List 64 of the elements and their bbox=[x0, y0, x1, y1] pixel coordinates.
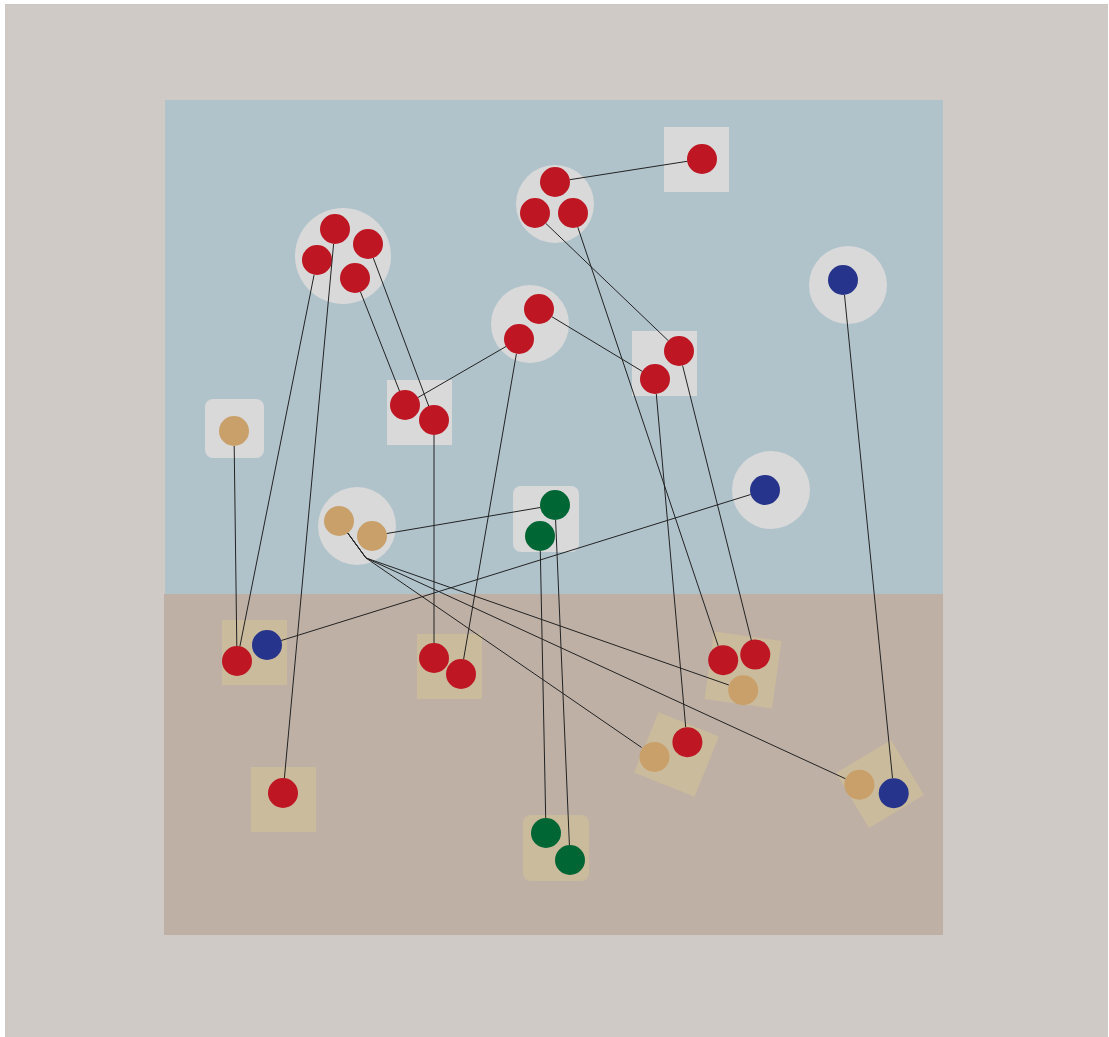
dot-marker bbox=[446, 659, 476, 689]
dot-marker bbox=[525, 521, 555, 551]
connector-line bbox=[555, 519, 570, 846]
dot-marker bbox=[357, 521, 387, 551]
square-tray bbox=[250, 766, 316, 832]
connector-line bbox=[682, 365, 752, 641]
square-tray bbox=[663, 126, 729, 192]
connector-line bbox=[545, 222, 669, 342]
dot-marker bbox=[531, 818, 561, 848]
dot-marker bbox=[540, 167, 570, 197]
dot-marker bbox=[728, 675, 758, 705]
dot-marker bbox=[353, 229, 383, 259]
connector-line bbox=[283, 243, 335, 779]
square-tray bbox=[631, 330, 697, 396]
dot-marker bbox=[219, 416, 249, 446]
connector-line bbox=[569, 160, 688, 181]
dot-marker bbox=[268, 778, 298, 808]
connector-line bbox=[844, 294, 893, 779]
connector-line bbox=[463, 353, 517, 660]
dot-marker bbox=[879, 778, 909, 808]
dot-marker bbox=[664, 336, 694, 366]
dot-marker bbox=[504, 324, 534, 354]
dot-marker bbox=[555, 845, 585, 875]
dot-marker bbox=[324, 506, 354, 536]
connector-line bbox=[386, 507, 541, 534]
dot-marker bbox=[750, 475, 780, 505]
connector-line bbox=[433, 434, 435, 644]
dot-marker bbox=[419, 405, 449, 435]
dot-marker bbox=[639, 741, 669, 771]
dot-marker bbox=[222, 646, 252, 676]
dot-marker bbox=[252, 630, 282, 660]
dot-marker bbox=[302, 245, 332, 275]
dot-marker bbox=[828, 265, 858, 295]
dot-marker bbox=[687, 144, 717, 174]
square-tray bbox=[416, 633, 482, 699]
square-tray bbox=[204, 398, 264, 458]
connector-line bbox=[577, 226, 719, 647]
dot-marker bbox=[524, 294, 554, 324]
dot-marker bbox=[390, 390, 420, 420]
connector-line bbox=[233, 445, 238, 647]
square-tray bbox=[523, 815, 589, 881]
connector-line bbox=[551, 316, 643, 372]
square-tray bbox=[513, 486, 579, 552]
dot-marker bbox=[740, 640, 770, 670]
dot-marker bbox=[520, 198, 550, 228]
dot-marker bbox=[672, 727, 702, 757]
connector-line bbox=[539, 550, 547, 819]
dot-marker bbox=[708, 645, 738, 675]
connector-line bbox=[347, 532, 846, 780]
connector-line bbox=[417, 346, 507, 398]
dot-marker bbox=[340, 263, 370, 293]
connector-line bbox=[280, 494, 752, 641]
dot-marker bbox=[540, 490, 570, 520]
square-tray bbox=[221, 619, 287, 685]
dot-marker bbox=[419, 643, 449, 673]
dot-marker bbox=[320, 214, 350, 244]
connector-line bbox=[360, 291, 400, 392]
connector-line bbox=[655, 393, 687, 728]
connector-line bbox=[239, 274, 315, 647]
square-tray bbox=[386, 379, 452, 445]
dot-marker bbox=[558, 198, 588, 228]
connector-line bbox=[372, 257, 430, 407]
dot-marker bbox=[640, 364, 670, 394]
dot-marker bbox=[844, 770, 874, 800]
